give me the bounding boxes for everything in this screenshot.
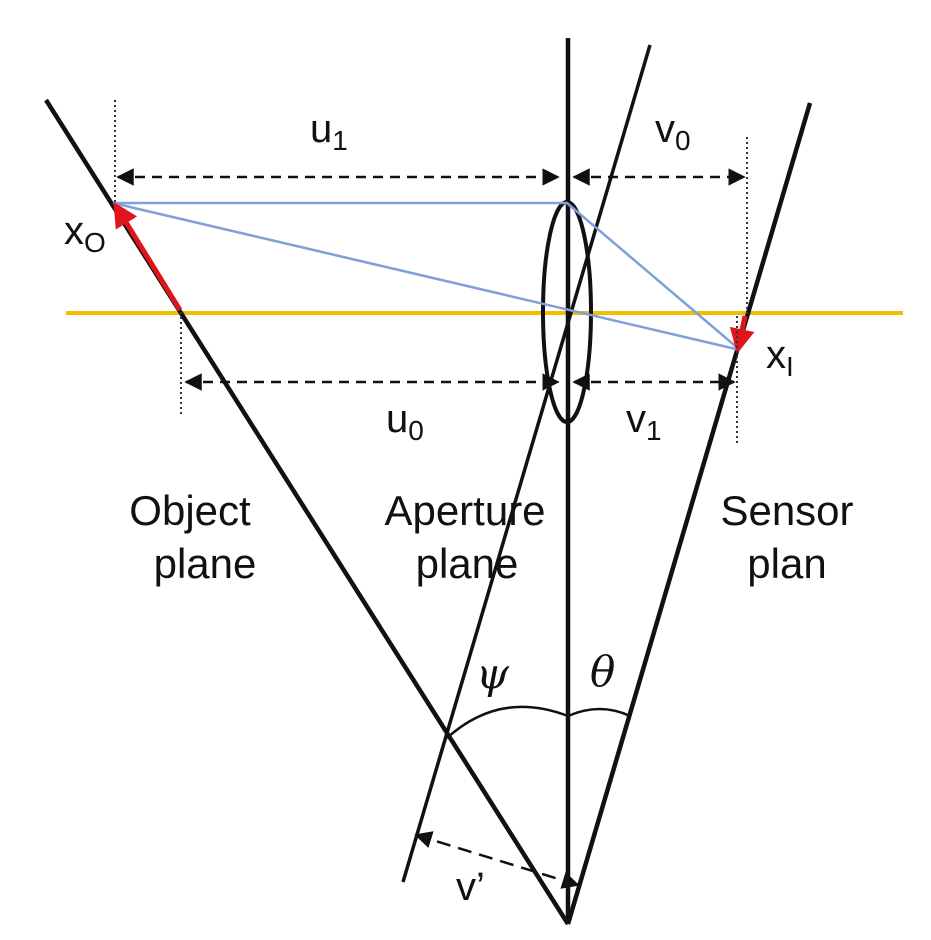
sensor-plane-line bbox=[565, 102, 813, 925]
tilted-axis-line bbox=[401, 44, 652, 883]
label-x-image: xI bbox=[766, 333, 794, 382]
label-u0: u0 bbox=[386, 397, 424, 446]
light-ray-top bbox=[113, 201, 741, 351]
dimension-vprime bbox=[414, 831, 580, 889]
label-theta: θ bbox=[590, 647, 615, 696]
object-arrow bbox=[113, 201, 183, 312]
label-aperture-plane: Aperture bbox=[384, 487, 545, 534]
label-x-object: xO bbox=[64, 209, 106, 258]
psi-angle-arc bbox=[446, 705, 569, 739]
label-object-plane-2: plane bbox=[154, 540, 257, 587]
label-psi: ψ bbox=[476, 649, 510, 698]
label-u1: u1 bbox=[310, 107, 348, 156]
light-ray-chief bbox=[112, 201, 741, 352]
image-arrow bbox=[729, 315, 755, 354]
label-v0: v0 bbox=[655, 107, 691, 156]
label-v1: v1 bbox=[626, 397, 662, 446]
theta-angle-arc bbox=[567, 707, 631, 718]
label-sensor-plane: Sensor bbox=[720, 487, 853, 534]
label-aperture-plane-2: plane bbox=[416, 540, 519, 587]
label-object-plane: Object bbox=[129, 487, 251, 534]
label-sensor-plane-2: plan bbox=[747, 540, 826, 587]
label-vprime: v’ bbox=[456, 865, 485, 909]
